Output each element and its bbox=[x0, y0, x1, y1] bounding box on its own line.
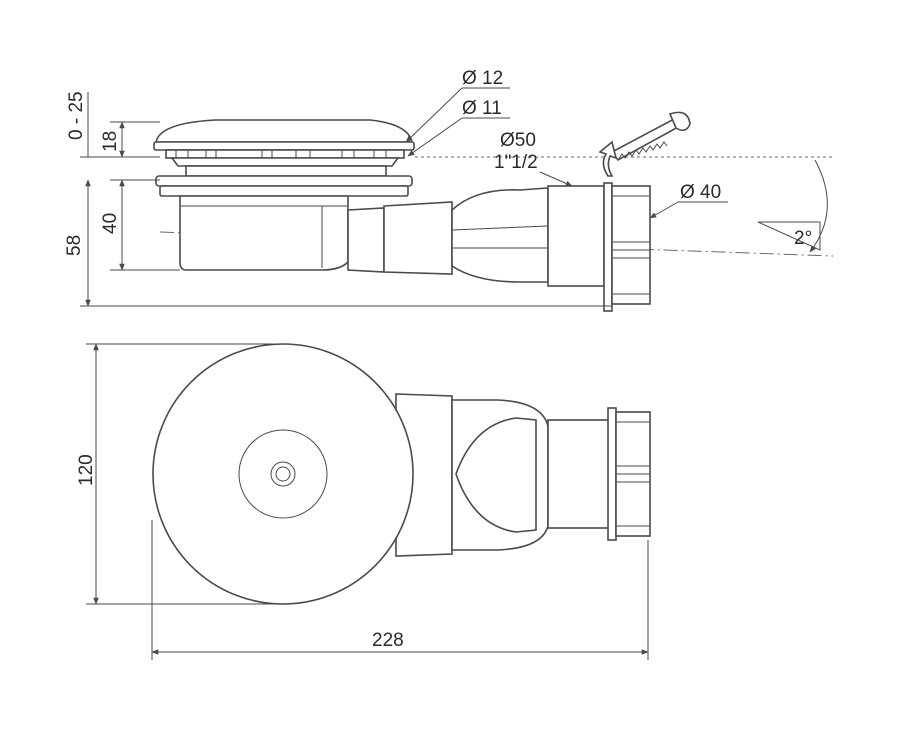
top-drain-cover bbox=[152, 343, 414, 605]
upper-collar bbox=[170, 157, 400, 167]
label-height-18: 18 bbox=[100, 131, 121, 152]
label-dia-40: Ø 40 bbox=[680, 182, 721, 203]
grate-ring bbox=[165, 149, 405, 159]
cover-rim bbox=[153, 141, 415, 151]
top-center-disc bbox=[238, 429, 328, 519]
outlet-sleeve bbox=[547, 185, 605, 287]
nut-40 bbox=[611, 185, 651, 305]
bend-section bbox=[451, 187, 549, 283]
saw-icon bbox=[610, 111, 691, 162]
vertical-dimensions bbox=[80, 92, 612, 307]
top-sleeve bbox=[547, 419, 611, 529]
flange-lower bbox=[159, 185, 409, 197]
top-bend-inner bbox=[455, 417, 537, 533]
top-dimensions bbox=[86, 343, 649, 660]
leader-lines bbox=[405, 87, 828, 253]
slope-triangle-icon bbox=[757, 221, 821, 251]
label-dia-12: Ø 12 bbox=[462, 68, 503, 89]
label-width-120: 120 bbox=[76, 454, 97, 486]
top-center-screw bbox=[270, 461, 296, 487]
outlet-stub bbox=[347, 207, 385, 273]
label-length-228: 228 bbox=[372, 630, 404, 651]
label-dia-11: Ø 11 bbox=[462, 98, 502, 119]
label-height-40: 40 bbox=[100, 213, 121, 234]
nut-ribs bbox=[612, 195, 650, 295]
drain-cover bbox=[155, 119, 413, 143]
cut-ring bbox=[603, 182, 613, 312]
label-height-range: 0 - 25 bbox=[66, 91, 87, 140]
side-view: 0 - 25 18 40 58 Ø 12 Ø 11 Ø50 1"1/2 Ø 40… bbox=[64, 68, 834, 312]
top-view: 120 228 bbox=[76, 343, 651, 660]
arrow-icon bbox=[598, 140, 618, 177]
trap-body bbox=[179, 195, 349, 271]
label-angle: 2° bbox=[794, 228, 812, 249]
label-height-58: 58 bbox=[64, 235, 85, 256]
top-nut-ribs bbox=[616, 421, 650, 527]
collar-body bbox=[185, 165, 387, 177]
label-dia-50: Ø50 bbox=[500, 130, 536, 151]
screw-head-icon bbox=[275, 466, 291, 482]
drain-flange bbox=[155, 175, 413, 187]
outlet-tube bbox=[383, 201, 453, 275]
top-cut-ring bbox=[607, 407, 617, 541]
label-inch: 1"1/2 bbox=[494, 152, 538, 173]
